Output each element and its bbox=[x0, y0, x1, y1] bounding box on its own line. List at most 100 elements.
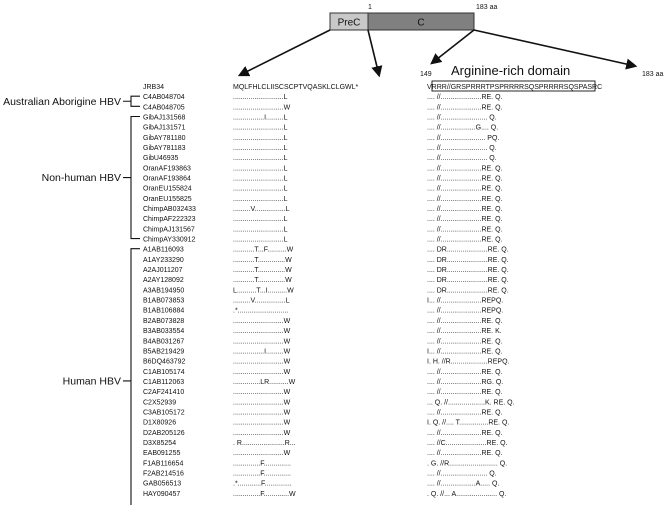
alignment-row: B1AB106884.*............................… bbox=[143, 308, 503, 315]
arrow-domain-end bbox=[473, 29, 638, 70]
row-left-alignment: .*.......................... bbox=[233, 308, 288, 315]
end-position-label: 183 aa bbox=[476, 4, 498, 11]
row-right-alignment: I. Q. //.... T...............RE. Q. bbox=[427, 420, 509, 427]
row-right-alignment: .... //.....................RE. Q. bbox=[427, 450, 503, 457]
row-right-alignment: .... DR.....................RE. Q. bbox=[427, 247, 509, 254]
row-right-alignment: .... //..................A..... Q. bbox=[427, 481, 499, 488]
alignment-row: OranAF193864..........................L.… bbox=[143, 176, 503, 183]
alignment-row: C2AF241410..........................W...… bbox=[143, 389, 503, 396]
alignment-row: ChimpAB032433.........V................L… bbox=[143, 206, 503, 213]
left-reference-sequence: MQLFHLCLIISCSCPTVQASKLCLGWL* bbox=[233, 84, 359, 91]
row-right-alignment: ... Q. //...................K. RE. Q. bbox=[427, 399, 515, 406]
row-sequence-name: D1X80926 bbox=[143, 420, 176, 427]
alignment-row: OranAF193863..........................L.… bbox=[143, 165, 503, 172]
bracket-line bbox=[123, 248, 140, 505]
row-right-alignment: .... //.....................RE. Q. bbox=[427, 226, 503, 233]
row-left-alignment: ..........................W bbox=[233, 318, 291, 325]
row-right-alignment: .... //.....................RE. Q. bbox=[427, 430, 503, 437]
row-right-alignment: .... //.....................RE. Q. bbox=[427, 186, 503, 193]
row-left-alignment: ................I.........W bbox=[233, 348, 291, 355]
alignment-row: B2AB073828..........................W...… bbox=[143, 318, 503, 325]
row-sequence-name: F2AB214516 bbox=[143, 470, 184, 477]
row-sequence-name: B5AB219429 bbox=[143, 348, 184, 355]
domain-title: Arginine-rich domain bbox=[451, 63, 570, 78]
row-left-alignment: ..............F.............. bbox=[233, 470, 291, 477]
row-left-alignment: ..........................L bbox=[233, 176, 288, 183]
row-left-alignment: ..........................L bbox=[233, 135, 288, 142]
row-left-alignment: ..........................L bbox=[233, 165, 288, 172]
row-sequence-name: C4AB048704 bbox=[143, 94, 185, 101]
row-sequence-name: B2AB073828 bbox=[143, 318, 184, 325]
row-right-alignment: .... //.....................RE. Q. bbox=[427, 104, 503, 111]
row-right-alignment: .... //.....................RE. Q. bbox=[427, 94, 503, 101]
alignment-row: A2AJ011207...........T..............W...… bbox=[143, 267, 509, 274]
row-sequence-name: GibU46935 bbox=[143, 155, 179, 162]
row-sequence-name: F1AB116654 bbox=[143, 460, 183, 467]
alignment-row: ChimpAJ131567 ..........................L… bbox=[143, 226, 503, 233]
row-right-alignment: .... //.....................RE. Q. bbox=[427, 216, 503, 223]
right-sequence-tail: SQSPASRC bbox=[564, 84, 602, 91]
row-sequence-name: JRB34 bbox=[143, 84, 164, 91]
bracket-line bbox=[123, 115, 140, 240]
right-reference-sequence: VRRR//GRSPRRRTPSPRRRRSQSPRRRRSQSPASRC bbox=[427, 80, 602, 92]
row-sequence-name: A3AB194950 bbox=[143, 287, 184, 294]
row-right-alignment: .... DR.....................RE. Q. bbox=[427, 287, 509, 294]
row-sequence-name: ChimpAJ131567 bbox=[143, 226, 195, 233]
row-left-alignment: ..............F.............W bbox=[233, 491, 296, 498]
alignment-row: ChimpAY330912 ..........................L… bbox=[143, 237, 503, 244]
arrow-prec-end bbox=[367, 29, 383, 78]
row-sequence-name: ChimpAY330912 bbox=[143, 237, 196, 244]
row-sequence-name: GibAJ131568 bbox=[143, 115, 186, 122]
row-right-alignment: . Q. //... A..................... Q. bbox=[427, 491, 506, 498]
row-left-alignment: ..........................L bbox=[233, 186, 288, 193]
row-sequence-name: GibAY781183 bbox=[143, 145, 186, 152]
alignment-row: D2AB205126..........................W...… bbox=[143, 430, 503, 437]
row-sequence-name: GibAJ131571 bbox=[143, 125, 186, 132]
row-right-alignment: I. H. //R...................REPQ. bbox=[427, 359, 510, 366]
row-right-alignment: .... //.....................RE. Q. bbox=[427, 237, 503, 244]
row-left-alignment: L..........T...I..........W bbox=[233, 287, 294, 294]
row-right-alignment: .... //....................... PQ. bbox=[427, 135, 499, 142]
row-right-alignment: .... //.....................RE. Q. bbox=[427, 369, 503, 376]
row-left-alignment: ..............LR..........W bbox=[233, 379, 296, 386]
alignment-row: B4AB031267..........................W...… bbox=[143, 338, 503, 345]
row-sequence-name: OranAF193863 bbox=[143, 165, 191, 172]
row-right-alignment: .... //.....................RE. Q. bbox=[427, 196, 503, 203]
group-bracket: Human HBV bbox=[63, 248, 140, 505]
alignment-row: GibAJ131568................I.........L..… bbox=[143, 115, 497, 122]
row-left-alignment: ..........................L bbox=[233, 196, 288, 203]
gene-bar: PreC C 1 183 aa bbox=[329, 4, 498, 31]
domain-end-label: 183 aa bbox=[642, 71, 664, 78]
alignment-row: C1AB112063..............LR..........W...… bbox=[143, 379, 503, 386]
row-left-alignment: ..........................L bbox=[233, 237, 288, 244]
row-sequence-name: A2AY128092 bbox=[143, 277, 184, 284]
alignment-row: ChimpAF222323..........................L… bbox=[143, 216, 503, 223]
row-sequence-name: A1AY233290 bbox=[143, 257, 184, 264]
start-position-label: 1 bbox=[368, 4, 372, 11]
row-left-alignment: ..........................L bbox=[233, 155, 288, 162]
alignment-row: F2AB214516..............F...............… bbox=[143, 470, 497, 477]
row-left-alignment: ..........................L bbox=[233, 125, 288, 132]
alignment-rows: JRB34C4AB048704.........................… bbox=[143, 84, 515, 498]
row-left-alignment: ...........T...F..........W bbox=[233, 247, 294, 254]
row-left-alignment: ..........................L bbox=[233, 226, 288, 233]
alignment-row: GibAY781180..........................L..… bbox=[143, 135, 499, 142]
domain-start-label: 149 bbox=[420, 71, 432, 78]
row-left-alignment: ..........................W bbox=[233, 409, 291, 416]
row-right-alignment: .... //C.....................RE. Q. bbox=[427, 440, 508, 447]
row-sequence-name: C2X52939 bbox=[143, 399, 176, 406]
right-sequence-boxed: RRR//GRSPRRRTPSPRRRRSQSPRRRR bbox=[432, 84, 564, 91]
alignment-row: A3AB194950 L..........T...I..........W...… bbox=[143, 287, 509, 294]
row-right-alignment: .... //.....................RE. K. bbox=[427, 328, 502, 335]
row-sequence-name: B4AB031267 bbox=[143, 338, 184, 345]
row-sequence-name: EAB091255 bbox=[143, 450, 180, 457]
row-left-alignment: ...........T..............W bbox=[233, 257, 292, 264]
row-sequence-name: D2AB205126 bbox=[143, 430, 185, 437]
group-label: Australian Aborigine HBV bbox=[3, 96, 121, 108]
row-sequence-name: GAB056513 bbox=[143, 481, 181, 488]
row-sequence-name: B6DQ463792 bbox=[143, 359, 186, 366]
